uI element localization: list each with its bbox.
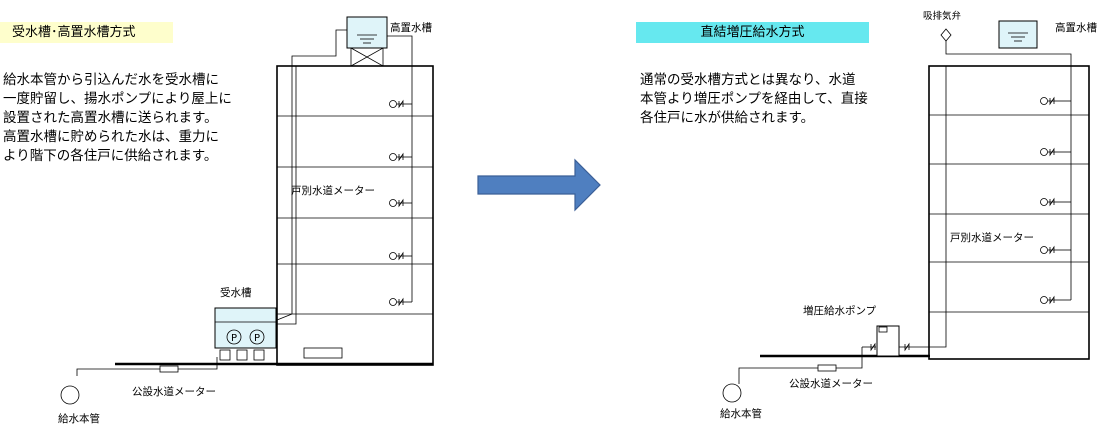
right-pipes [738, 46, 1072, 384]
left-public-meter [159, 365, 179, 373]
right-elevated-tank [998, 20, 1038, 49]
left-description: 給水本管から引込んだ水を受水槽に 一度貯留し、揚水ポンプにより屋上に 設置された… [3, 72, 232, 164]
right-unit-meters [1040, 96, 1061, 305]
left-unit-meter-2 [389, 152, 405, 162]
right-unit-meter-3 [1040, 197, 1061, 207]
left-building [276, 65, 434, 366]
left-elevated-tank-label: 高置水槽 [390, 22, 432, 34]
svg-text:P: P [231, 333, 237, 344]
air-valve-label: 吸排気弁 [923, 11, 962, 22]
svg-text:P: P [254, 333, 260, 344]
direction-arrow [477, 158, 601, 212]
left-elevated-tank [346, 16, 388, 67]
left-unit-meter-5 [389, 297, 405, 307]
right-unit-meter-5 [1040, 295, 1061, 305]
left-unit-meter-label: 戸別水道メーター [291, 185, 375, 197]
right-public-meter-label: 公設水道メーター [789, 378, 873, 390]
left-unit-meter-3 [389, 198, 405, 208]
left-pipes [76, 29, 413, 376]
left-unit-meter-4 [389, 251, 405, 261]
right-main-pipe-label: 給水本管 [720, 408, 762, 420]
left-public-meter-label: 公設水道メーター [132, 386, 216, 398]
pump-icon-2: P [249, 329, 265, 345]
left-main-pipe-label: 給水本管 [58, 413, 100, 425]
left-section-title: 受水槽･高置水槽方式 [0, 22, 173, 43]
right-unit-meter-4 [1040, 245, 1061, 255]
right-unit-meter-2 [1040, 147, 1061, 157]
right-unit-meter-1 [1040, 96, 1061, 106]
left-receiving-tank: P P [214, 307, 277, 361]
left-unit-meters [389, 99, 405, 307]
right-main-pipe-icon [722, 383, 742, 403]
left-unit-meter-1 [389, 99, 405, 109]
right-public-meter [817, 364, 837, 372]
left-main-pipe-icon [60, 385, 80, 405]
right-section-title: 直結増圧給水方式 [636, 22, 869, 43]
right-description: 通常の受水槽方式とは異なり、水道 本管より増圧ポンプを経由して、直接 各住戸に水… [640, 72, 868, 126]
left-receiving-tank-label: 受水槽 [220, 287, 252, 299]
booster-pump-label: 増圧給水ポンプ [803, 305, 877, 317]
booster-pump [870, 325, 910, 357]
right-unit-meter-label: 戸別水道メーター [950, 232, 1034, 244]
right-elevated-tank-label: 高置水槽 [1055, 22, 1097, 34]
air-valve-icon [940, 28, 952, 46]
right-building [928, 65, 1090, 360]
pump-icon-1: P [226, 329, 242, 345]
